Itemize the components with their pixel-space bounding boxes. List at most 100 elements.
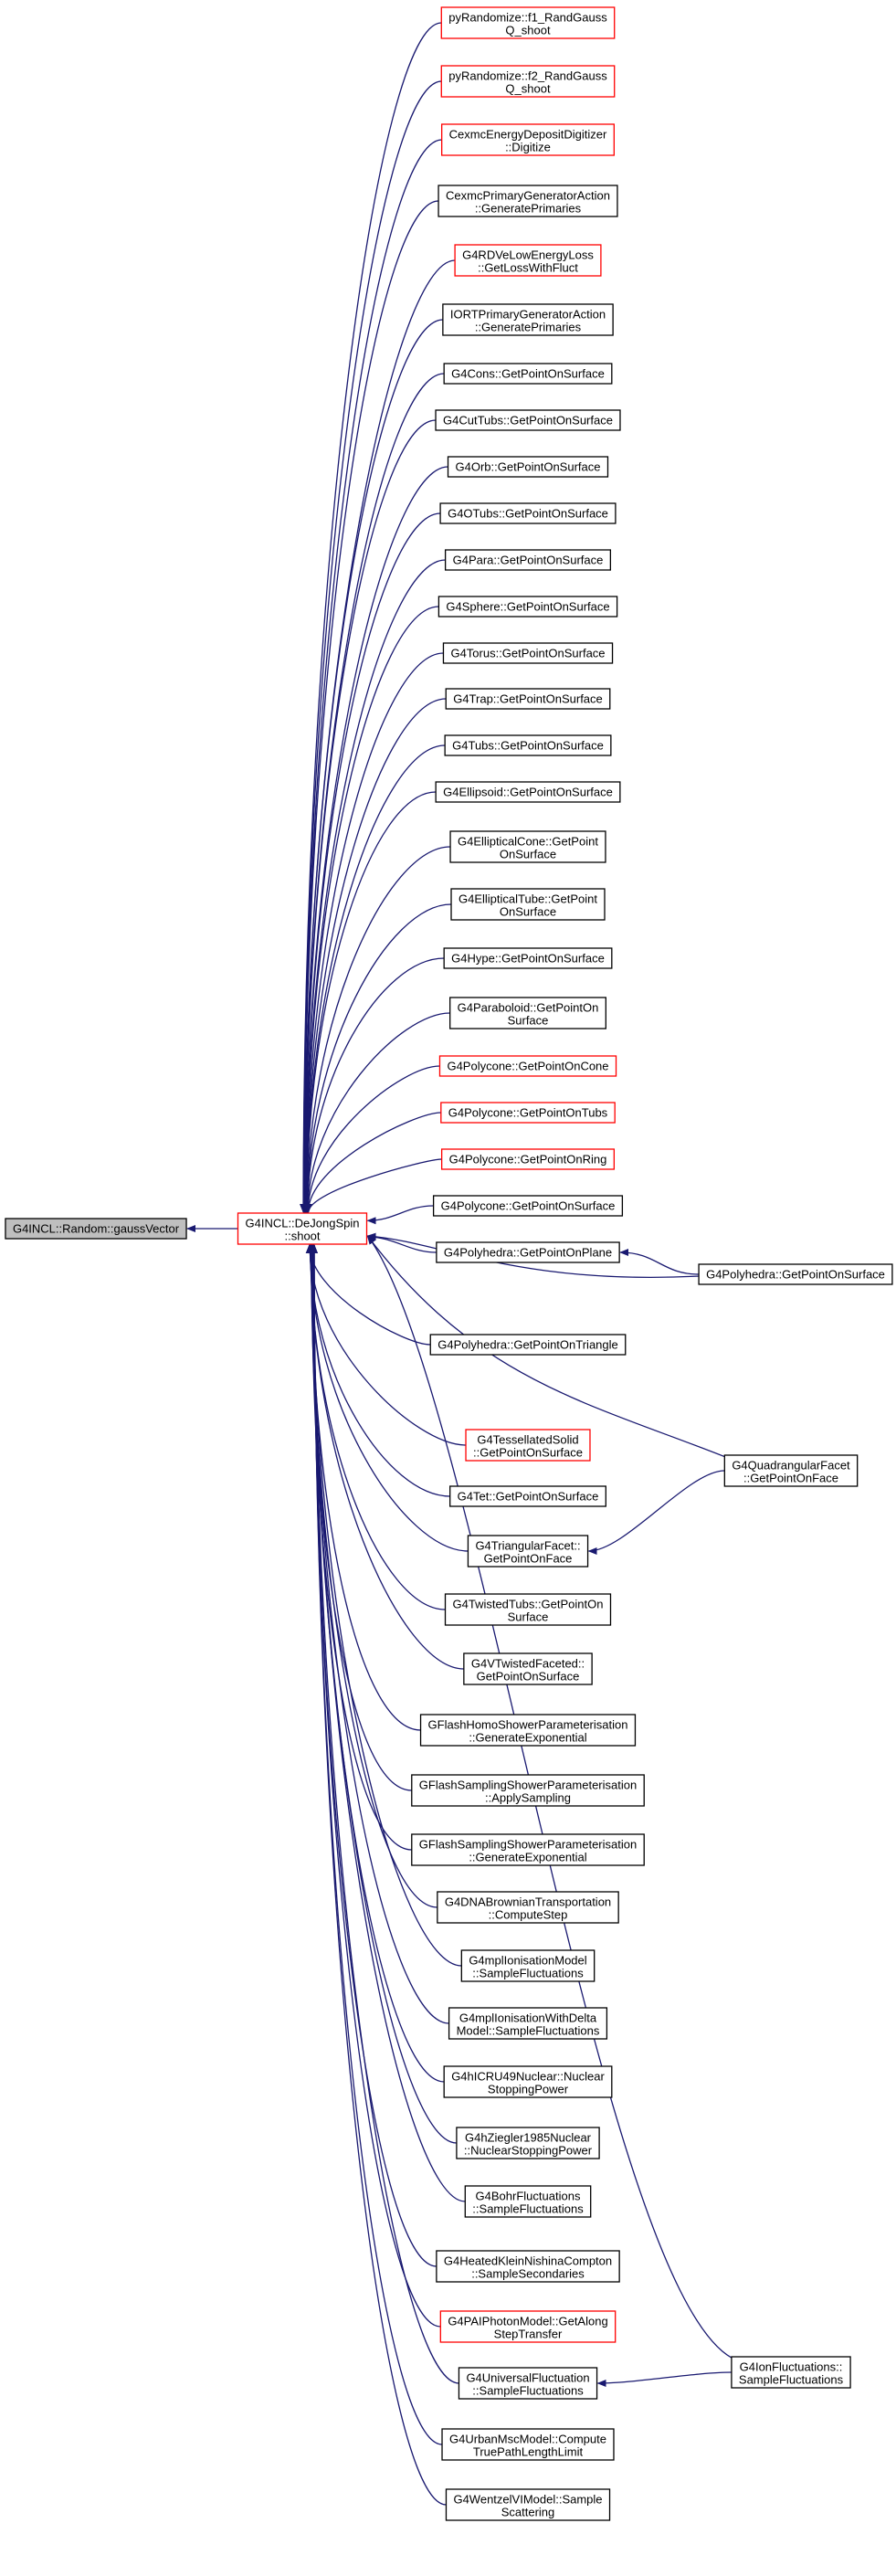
graph-nodes: G4INCL::Random::gaussVector G4INCL::DeJon… xyxy=(5,6,893,2521)
node-label-line: ::ApplySampling xyxy=(485,1791,571,1805)
node-cexmc-energy-deposit-digitizer-digitize[interactable]: CexmcEnergyDepositDigitizer::Digitize xyxy=(441,123,615,156)
node-label-line: G4VTwistedFaceted:: xyxy=(471,1657,585,1671)
node-cexmc-primary-generator-action-generate-primaries[interactable]: CexmcPrimaryGeneratorAction::GeneratePri… xyxy=(437,185,618,217)
node-g4incl-dejongspin-shoot[interactable]: G4INCL::DeJongSpin::shoot xyxy=(237,1212,368,1245)
node-g4hicru49nuclear-nuclear-stopping-power[interactable]: G4hICRU49Nuclear::NuclearStoppingPower xyxy=(443,2065,613,2098)
node-gflash-sampling-shower-parameterisation-apply-sampling[interactable]: GFlashSamplingShowerParameterisation::Ap… xyxy=(411,1774,645,1807)
node-g4quadrangularfacet-get-point-on-face[interactable]: G4QuadrangularFacet::GetPointOnFace xyxy=(723,1454,859,1487)
node-label-line: G4Paraboloid::GetPointOn xyxy=(458,1001,599,1015)
node-g4para-get-point-on-surface[interactable]: G4Para::GetPointOnSurface xyxy=(444,549,612,571)
node-g4bohrfluctuations-sample-fluctuations[interactable]: G4BohrFluctuations::SampleFluctuations xyxy=(464,2185,592,2218)
node-label-line: G4Polyhedra::GetPointOnTriangle xyxy=(437,1338,618,1352)
edge-g4polycone-get-point-on-cone-to-hub xyxy=(304,1065,440,1213)
edge-g4orb-get-point-on-surface-to-hub xyxy=(301,466,448,1213)
node-g4polycone-get-point-on-ring[interactable]: G4Polycone::GetPointOnRing xyxy=(440,1148,616,1170)
node-box xyxy=(429,1334,627,1356)
node-label-line: GetPointOnFace xyxy=(484,1552,573,1566)
node-label-line: G4Polyhedra::GetPointOnPlane xyxy=(444,1246,612,1260)
node-label-line: G4Tubs::GetPointOnSurface xyxy=(452,739,604,753)
node-g4rdve-low-energy-loss-get-loss-with-fluct[interactable]: G4RDVeLowEnergyLoss::GetLossWithFluct xyxy=(454,244,602,277)
node-box xyxy=(437,596,618,618)
node-label-line: pyRandomize::f2_RandGauss xyxy=(448,69,607,83)
node-g4orb-get-point-on-surface[interactable]: G4Orb::GetPointOnSurface xyxy=(447,456,609,478)
node-box xyxy=(443,947,613,969)
node-box xyxy=(435,409,621,431)
node-g4otubs-get-point-on-surface[interactable]: G4OTubs::GetPointOnSurface xyxy=(439,502,617,524)
node-g4ionfluctuations-sample-fluctuations[interactable]: G4IonFluctuations::SampleFluctuations xyxy=(731,2356,851,2389)
node-g4dna-brownian-transportation-compute-step[interactable]: G4DNABrownianTransportation::ComputeStep xyxy=(437,1891,619,1924)
node-box xyxy=(436,1241,620,1263)
node-g4polyhedra-get-point-on-surface[interactable]: G4Polyhedra::GetPointOnSurface xyxy=(698,1263,893,1285)
node-label-line: G4BohrFluctuations xyxy=(476,2190,581,2203)
node-label-line: G4Orb::GetPointOnSurface xyxy=(456,460,601,474)
edge-g4hype-get-point-on-surface-to-hub xyxy=(303,957,445,1213)
node-g4mpl-ionisation-with-delta-model-sample-fluctuations[interactable]: G4mplIonisationWithDeltaModel::SampleFlu… xyxy=(448,2007,608,2040)
node-g4urban-msc-model-compute-true-path-length-limit[interactable]: G4UrbanMscModel::ComputeTruePathLengthLi… xyxy=(441,2428,615,2461)
node-box xyxy=(450,888,606,921)
node-label-line: Surface xyxy=(508,1014,549,1028)
node-box xyxy=(449,1485,606,1507)
node-box xyxy=(435,781,621,803)
node-g4sphere-get-point-on-surface[interactable]: G4Sphere::GetPointOnSurface xyxy=(437,596,618,618)
node-box xyxy=(440,6,616,39)
node-g4paraboloid-get-point-on-surface[interactable]: G4Paraboloid::GetPointOnSurface xyxy=(449,997,606,1029)
edge-g4sphere-get-point-on-surface-to-hub xyxy=(301,606,439,1213)
node-label-line: G4HeatedKleinNishinaCompton xyxy=(444,2254,612,2268)
node-label-line: G4Trap::GetPointOnSurface xyxy=(453,692,603,706)
edge-g4trap-get-point-on-surface-to-hub xyxy=(302,698,447,1213)
node-label-line: ::ComputeStep xyxy=(489,1908,568,1922)
node-g4triangularfacet-get-point-on-face[interactable]: G4TriangularFacet::GetPointOnFace xyxy=(467,1535,589,1568)
node-g4polycone-get-point-on-tubs[interactable]: G4Polycone::GetPointOnTubs xyxy=(440,1102,616,1124)
node-g4polyhedra-get-point-on-plane[interactable]: G4Polyhedra::GetPointOnPlane xyxy=(436,1241,620,1263)
node-g4cons-get-point-on-surface[interactable]: G4Cons::GetPointOnSurface xyxy=(443,363,613,385)
node-g4universal-fluctuation-sample-fluctuations[interactable]: G4UniversalFluctuation::SampleFluctuatio… xyxy=(458,2367,598,2400)
node-label-line: ::GenerateExponential xyxy=(469,1851,586,1864)
node-g4incl-random-gaussvector[interactable]: G4INCL::Random::gaussVector xyxy=(5,1218,187,1240)
node-g4ellipticaltube-get-point-on-surface[interactable]: G4EllipticalTube::GetPointOnSurface xyxy=(450,888,606,921)
node-g4mpl-ionisation-model-sample-fluctuations[interactable]: G4mplIonisationModel::SampleFluctuations xyxy=(460,1949,596,1982)
node-g4tet-get-point-on-surface[interactable]: G4Tet::GetPointOnSurface xyxy=(449,1485,606,1507)
node-label-line: Q_shoot xyxy=(505,82,551,96)
edge-gflash-homo-shower-parameterisation-generate-exponential-to-hub xyxy=(307,1244,421,1731)
node-label-line: ::GeneratePrimaries xyxy=(475,202,582,216)
node-gflash-homo-shower-parameterisation-generate-exponential[interactable]: GFlashHomoShowerParameterisation::Genera… xyxy=(419,1714,637,1747)
node-label-line: G4PAIPhotonModel::GetAlong xyxy=(448,2315,607,2328)
node-g4heated-klein-nishina-compton-sample-secondaries[interactable]: G4HeatedKleinNishinaCompton::SampleSecon… xyxy=(436,2250,620,2283)
node-label-line: G4CutTubs::GetPointOnSurface xyxy=(443,414,613,428)
node-g4vtwistedfaceted-get-point-on-surface[interactable]: G4VTwistedFaceted::GetPointOnSurface xyxy=(463,1652,593,1685)
node-label-line: G4IonFluctuations:: xyxy=(740,2360,843,2374)
node-label-line: ::GetLossWithFluct xyxy=(478,261,578,275)
node-box xyxy=(440,65,616,98)
node-g4hype-get-point-on-surface[interactable]: G4Hype::GetPointOnSurface xyxy=(443,947,613,969)
node-label-line: Q_shoot xyxy=(505,24,551,37)
node-g4polycone-get-point-on-surface[interactable]: G4Polycone::GetPointOnSurface xyxy=(432,1195,624,1217)
node-label-line: Model::SampleFluctuations xyxy=(457,2024,600,2038)
node-box xyxy=(444,1593,612,1626)
node-g4tubs-get-point-on-surface[interactable]: G4Tubs::GetPointOnSurface xyxy=(444,734,612,756)
node-label-line: GFlashSamplingShowerParameterisation xyxy=(419,1779,637,1792)
node-g4ellipsoid-get-point-on-surface[interactable]: G4Ellipsoid::GetPointOnSurface xyxy=(435,781,621,803)
node-box xyxy=(442,642,614,664)
node-label-line: G4INCL::DeJongSpin xyxy=(245,1217,359,1230)
node-g4cuttubs-get-point-on-surface[interactable]: G4CutTubs::GetPointOnSurface xyxy=(435,409,621,431)
node-g4polycone-get-point-on-cone[interactable]: G4Polycone::GetPointOnCone xyxy=(438,1055,617,1077)
edge-g4triangularfacet-get-point-on-face-to-hub xyxy=(306,1244,469,1552)
node-g4trap-get-point-on-surface[interactable]: G4Trap::GetPointOnSurface xyxy=(445,688,611,710)
node-g4torus-get-point-on-surface[interactable]: G4Torus::GetPointOnSurface xyxy=(442,642,614,664)
node-g4polyhedra-get-point-on-triangle[interactable]: G4Polyhedra::GetPointOnTriangle xyxy=(429,1334,627,1356)
node-g4ellipticalcone-get-point-on-surface[interactable]: G4EllipticalCone::GetPointOnSurface xyxy=(449,830,606,863)
node-g4twistedtubs-get-point-on-surface[interactable]: G4TwistedTubs::GetPointOnSurface xyxy=(444,1593,612,1626)
node-label-line: G4Hype::GetPointOnSurface xyxy=(451,952,605,966)
node-iort-primary-generator-action-generate-primaries[interactable]: IORTPrimaryGeneratorAction::GeneratePrim… xyxy=(442,303,614,336)
node-box xyxy=(731,2356,851,2389)
edge-g4polycone-get-point-on-tubs-to-hub xyxy=(304,1112,441,1213)
node-g4hziegler1985nuclear-nuclear-stopping-power[interactable]: G4hZiegler1985Nuclear::NuclearStoppingPo… xyxy=(456,2127,600,2159)
edge-g4otubs-get-point-on-surface-to-hub xyxy=(301,512,441,1213)
node-gflash-sampling-shower-parameterisation-generate-exponential[interactable]: GFlashSamplingShowerParameterisation::Ge… xyxy=(411,1833,645,1866)
node-g4tessellatedsolid-get-point-on-surface[interactable]: G4TessellatedSolid::GetPointOnSurface xyxy=(465,1429,591,1462)
